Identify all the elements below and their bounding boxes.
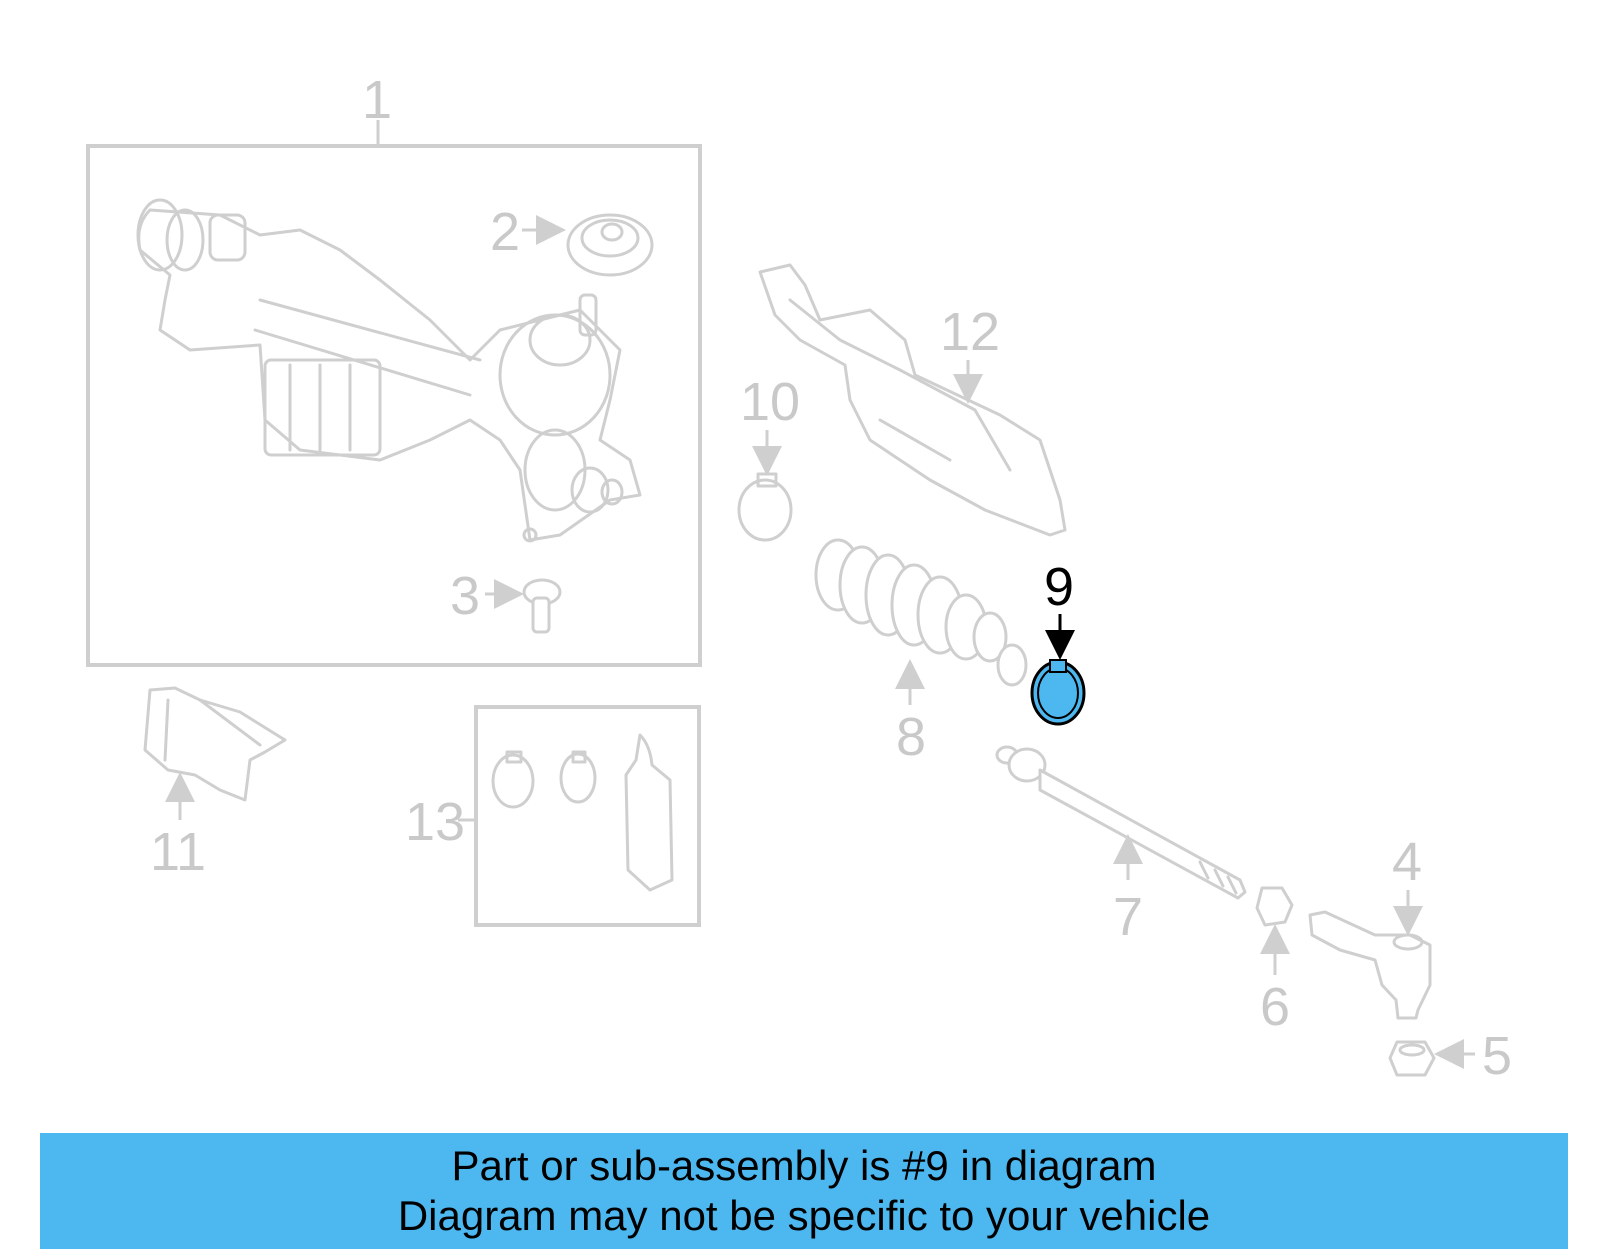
callout-1: 1	[362, 70, 392, 130]
callout-2: 2	[490, 202, 520, 262]
callout-7: 7	[1113, 887, 1143, 947]
assembly-box-1	[86, 144, 702, 667]
jam-nut-part-6	[1255, 886, 1294, 927]
shield-part-12	[758, 263, 1067, 537]
banner-line-2: Diagram may not be specific to your vehi…	[397, 1192, 1211, 1239]
info-banner: Part or sub-assembly is #9 in diagram Di…	[40, 1133, 1568, 1249]
callout-8: 8	[896, 707, 926, 767]
clamp-part-10	[737, 472, 793, 542]
kit-box-13	[474, 705, 701, 927]
callout-12: 12	[940, 302, 1000, 362]
kit-clamps-grease	[491, 733, 674, 892]
callout-13: 13	[405, 792, 465, 852]
callout-11: 11	[150, 822, 206, 882]
heat-shield-part	[143, 686, 287, 802]
mount-bushing-part	[566, 213, 654, 277]
tie-rod-end-part-4	[1308, 910, 1432, 1020]
tie-rod-part-7	[995, 745, 1247, 900]
callout-4: 4	[1392, 832, 1422, 892]
banner-line-1: Part or sub-assembly is #9 in diagram	[451, 1142, 1157, 1189]
bolt-part	[522, 578, 562, 634]
callout-6: 6	[1260, 977, 1290, 1037]
castle-nut-part-5	[1388, 1040, 1436, 1077]
boot-part-8	[814, 538, 1028, 687]
callout-10: 10	[740, 372, 800, 432]
clamp-part-9-highlighted[interactable]	[1030, 659, 1086, 726]
callout-5: 5	[1482, 1026, 1512, 1086]
callout-3: 3	[450, 566, 480, 626]
callout-9: 9	[1044, 557, 1074, 617]
steering-rack-part	[136, 198, 642, 543]
